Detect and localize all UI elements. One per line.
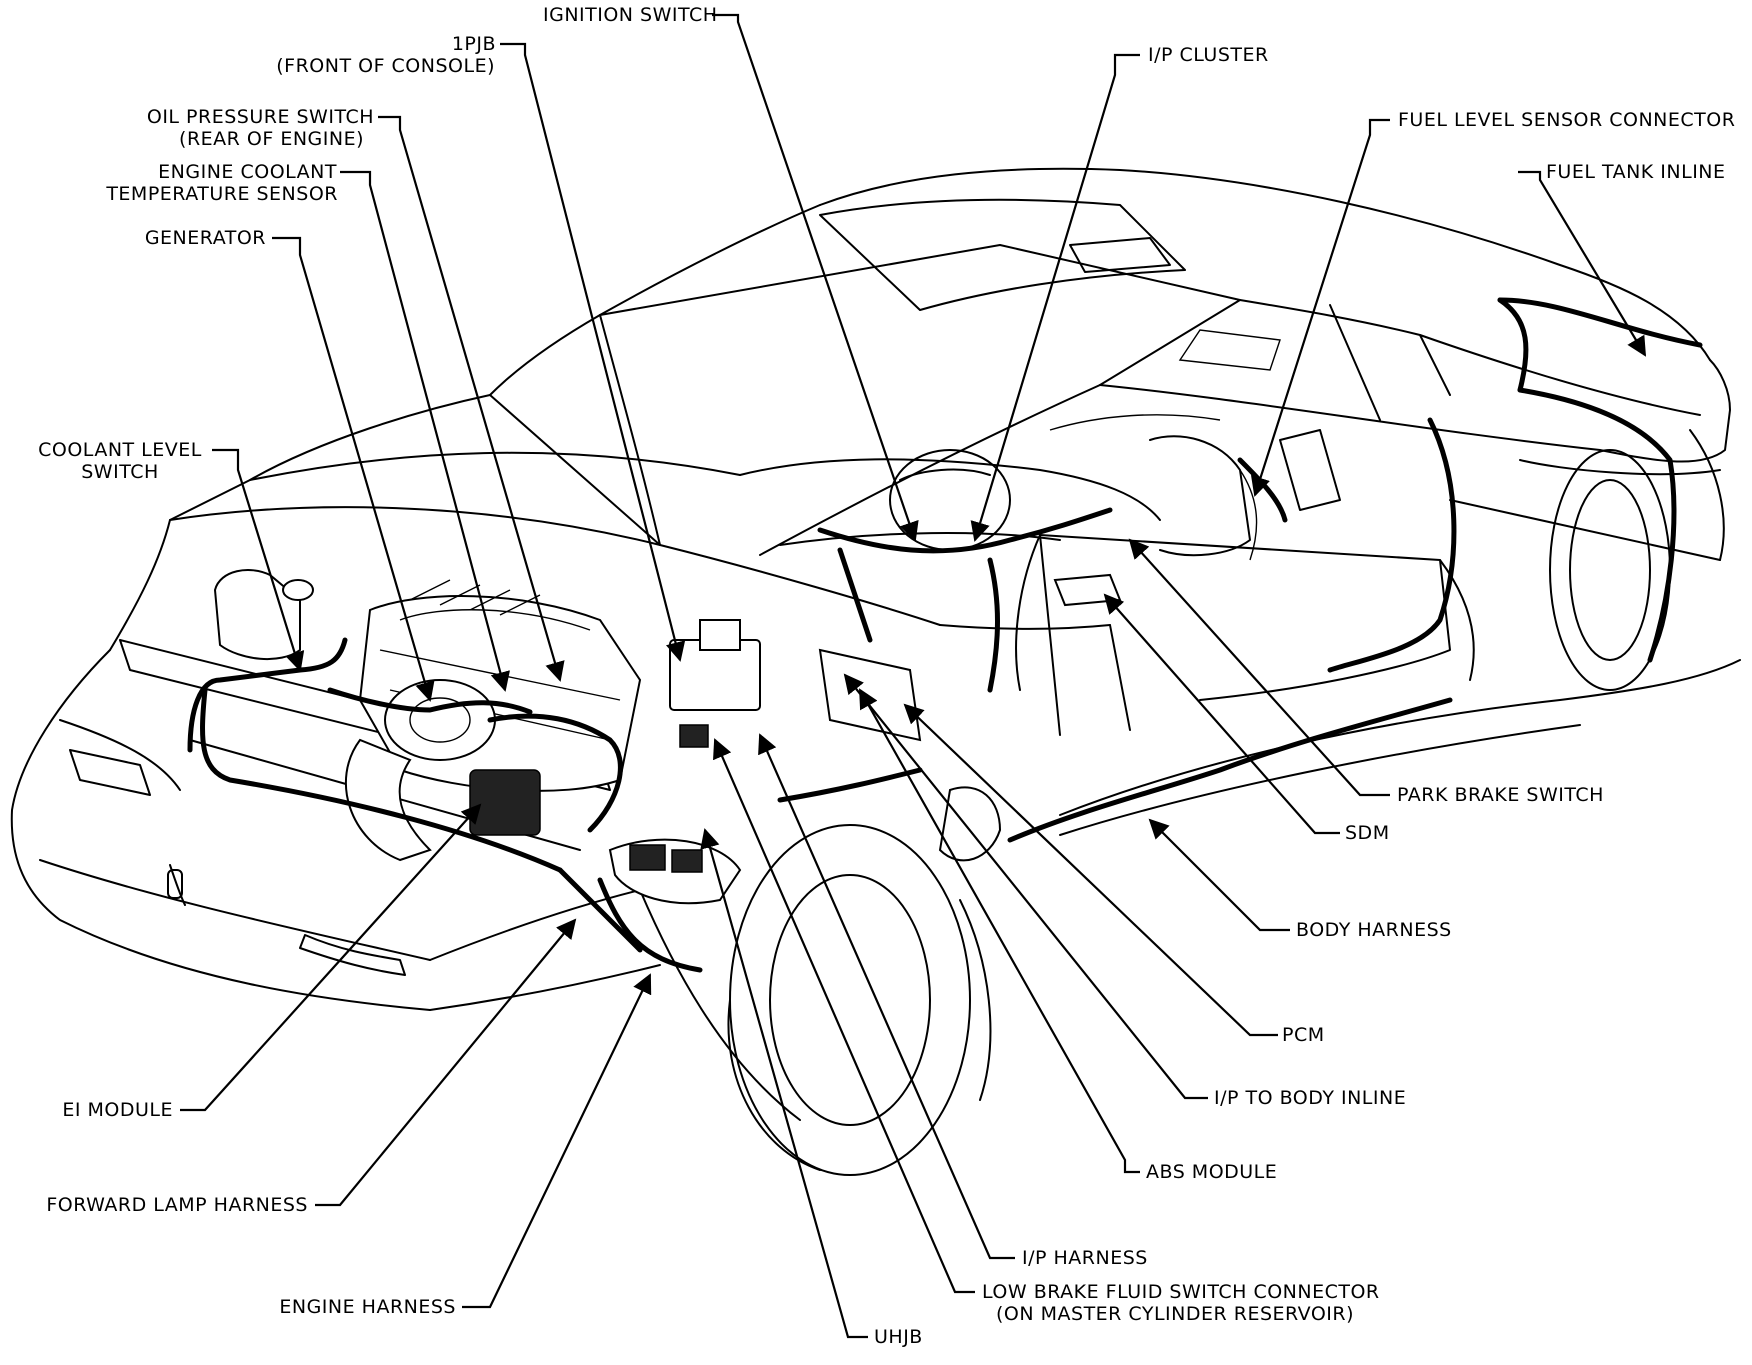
label-fuel-level-sensor-connector: FUEL LEVEL SENSOR CONNECTOR	[1398, 109, 1736, 131]
label-ignition-switch: IGNITION SWITCH	[543, 4, 718, 26]
label-fuel-tank-inline: FUEL TANK INLINE	[1546, 161, 1726, 183]
label-1pjb: 1PJB	[451, 33, 496, 55]
label-ip-cluster: I/P CLUSTER	[1148, 44, 1269, 66]
label-engine-coolant: ENGINE COOLANT	[158, 161, 337, 183]
label-park-brake-switch: PARK BRAKE SWITCH	[1397, 784, 1604, 806]
label-coolant-level: COOLANT LEVEL	[38, 439, 202, 461]
label-uhjb: UHJB	[874, 1326, 923, 1348]
label-coolant-level-note: SWITCH	[81, 461, 159, 483]
label-sdm: SDM	[1345, 822, 1390, 844]
label-engine-coolant-note: TEMPERATURE SENSOR	[106, 183, 338, 205]
label-pcm: PCM	[1282, 1024, 1325, 1046]
label-engine-harness: ENGINE HARNESS	[279, 1296, 456, 1318]
label-low-brake-fluid-switch-note: (ON MASTER CYLINDER RESERVOIR)	[996, 1303, 1355, 1325]
engine-bay	[119, 469, 1258, 905]
label-generator: GENERATOR	[144, 227, 266, 249]
label-oil-pressure-switch-note: (REAR OF ENGINE)	[179, 128, 364, 150]
label-oil-pressure-switch: OIL PRESSURE SWITCH	[146, 106, 374, 128]
label-ei-module: EI MODULE	[62, 1099, 173, 1121]
car-body	[10, 167, 1741, 1176]
label-forward-lamp-harness: FORWARD LAMP HARNESS	[46, 1194, 308, 1216]
label-low-brake-fluid-switch: LOW BRAKE FLUID SWITCH CONNECTOR	[982, 1281, 1380, 1303]
label-abs-module: ABS MODULE	[1146, 1161, 1278, 1183]
label-1pjb-note: (FRONT OF CONSOLE)	[276, 55, 495, 77]
leader-lines	[180, 13, 1647, 1339]
interior	[739, 329, 1341, 557]
label-ip-harness: I/P HARNESS	[1022, 1247, 1148, 1269]
label-body-harness: BODY HARNESS	[1296, 919, 1452, 941]
label-ip-to-body-inline: I/P TO BODY INLINE	[1214, 1087, 1407, 1109]
